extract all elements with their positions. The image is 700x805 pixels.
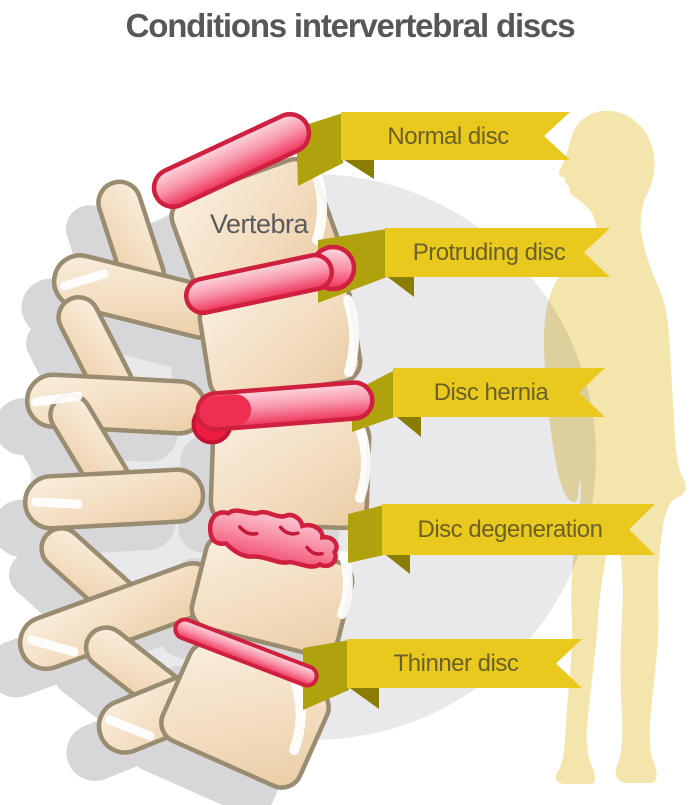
ribbon-band — [341, 112, 570, 160]
discs — [151, 111, 375, 688]
ribbon-label-thinner-disc: Thinner disc — [394, 650, 519, 677]
disc-hernia — [191, 380, 375, 445]
ribbon-disc-degeneration: Disc degeneration — [382, 504, 655, 555]
ribbon-protruding-disc: Protruding disc — [385, 228, 610, 277]
disc-protruding — [183, 244, 357, 316]
ribbon-thinner-disc: Thinner disc — [347, 639, 582, 688]
page-title: Conditions intervertebral discs — [126, 7, 575, 44]
ribbon-band — [382, 504, 655, 555]
ribbon-band — [347, 639, 582, 688]
ribbon-disc-hernia: Disc hernia — [393, 368, 605, 417]
disc-thinner — [173, 617, 319, 688]
vertebra-label: Vertebra — [210, 209, 310, 239]
ribbon-label-disc-degeneration: Disc degeneration — [418, 516, 603, 543]
condition-ribbons: Normal disc Protruding disc Disc hernia … — [341, 112, 655, 688]
ribbon-label-normal-disc: Normal disc — [387, 123, 509, 150]
ribbon-normal-disc: Normal disc — [341, 112, 570, 160]
bone-highlights — [27, 167, 371, 755]
ribbon-band — [393, 368, 605, 417]
ribbon-label-disc-hernia: Disc hernia — [434, 379, 550, 406]
human-silhouette — [543, 110, 686, 785]
ribbon-band — [385, 228, 610, 277]
ribbon-label-protruding-disc: Protruding disc — [413, 239, 566, 266]
disc-normal — [151, 111, 312, 210]
disc-degeneration — [207, 508, 339, 569]
